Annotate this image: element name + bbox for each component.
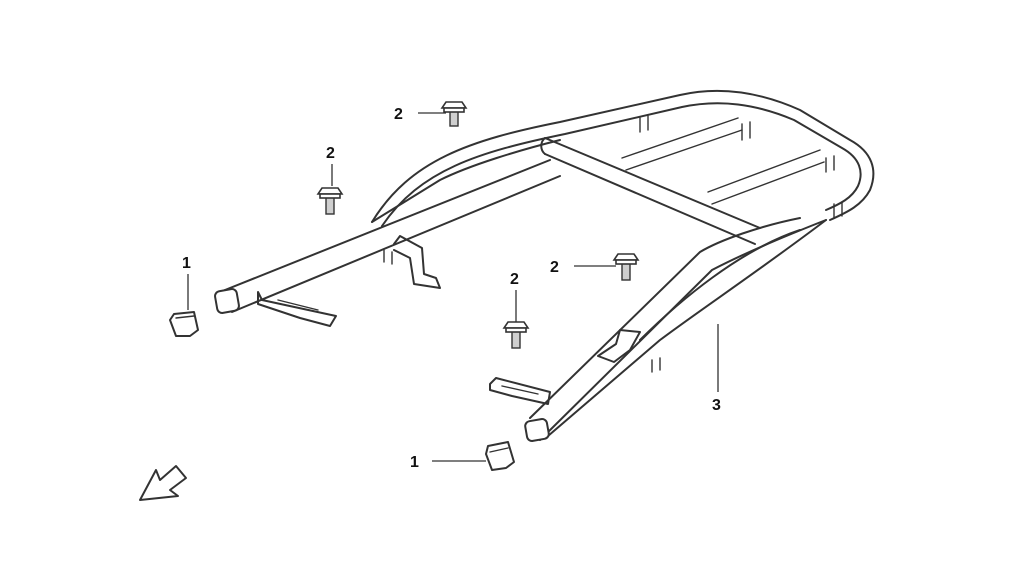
rack-rear-loop-inner <box>381 102 862 227</box>
callout-cap-bottom: 1 <box>410 454 419 471</box>
callout-bolt-left: 2 <box>326 145 335 162</box>
rack-left-mount-plate <box>257 291 337 327</box>
rack-slat-1 <box>621 117 743 171</box>
rack-left-strut <box>371 139 561 223</box>
rack-right-mount-slot <box>501 385 539 395</box>
rack-right-mount-plate <box>489 377 551 405</box>
rack-peg-2 <box>741 121 751 141</box>
callout-bolt-top: 2 <box>394 106 403 123</box>
rack-crossbar-bottom <box>544 153 756 245</box>
end-cap-icon <box>169 311 199 337</box>
rack-right-bracket <box>597 329 641 363</box>
end-cap-icon <box>485 441 515 471</box>
rack-right-tube-lower <box>547 219 827 437</box>
rack-crossbar-end <box>540 137 546 155</box>
flange-bolt-icon <box>316 187 344 215</box>
flange-bolt-icon <box>612 253 640 281</box>
rack-peg-3 <box>825 155 835 173</box>
rack-peg-4 <box>833 201 843 219</box>
rack-left-mount-slot <box>277 299 319 311</box>
rack-left-tube-top <box>219 159 551 293</box>
rack-slat-2 <box>707 149 825 205</box>
rack-peg-1 <box>639 115 649 133</box>
rack-right-tube-top <box>529 217 801 419</box>
rack-left-tube-bottom <box>231 175 561 313</box>
direction-arrow-icon <box>139 465 187 501</box>
rack-left-tube-end <box>214 288 240 314</box>
flange-bolt-icon <box>502 321 530 349</box>
rack-right-strut <box>639 229 801 341</box>
rack-center-bracket-leg <box>383 249 393 265</box>
rack-crossbar-top <box>544 137 761 229</box>
flange-bolt-icon <box>440 101 468 127</box>
callout-bolt-right: 2 <box>550 259 559 276</box>
rack-rear-loop-outer <box>371 89 875 223</box>
callout-rack: 3 <box>712 397 721 414</box>
rack-right-bracket-leg <box>651 357 661 373</box>
rack-right-tube-end <box>524 418 550 442</box>
callout-cap-left: 1 <box>182 255 191 272</box>
rear-carrier-rack <box>214 89 875 442</box>
leader-lines <box>187 112 719 462</box>
rack-center-bracket <box>393 235 441 289</box>
callout-bolt-center: 2 <box>510 271 519 288</box>
